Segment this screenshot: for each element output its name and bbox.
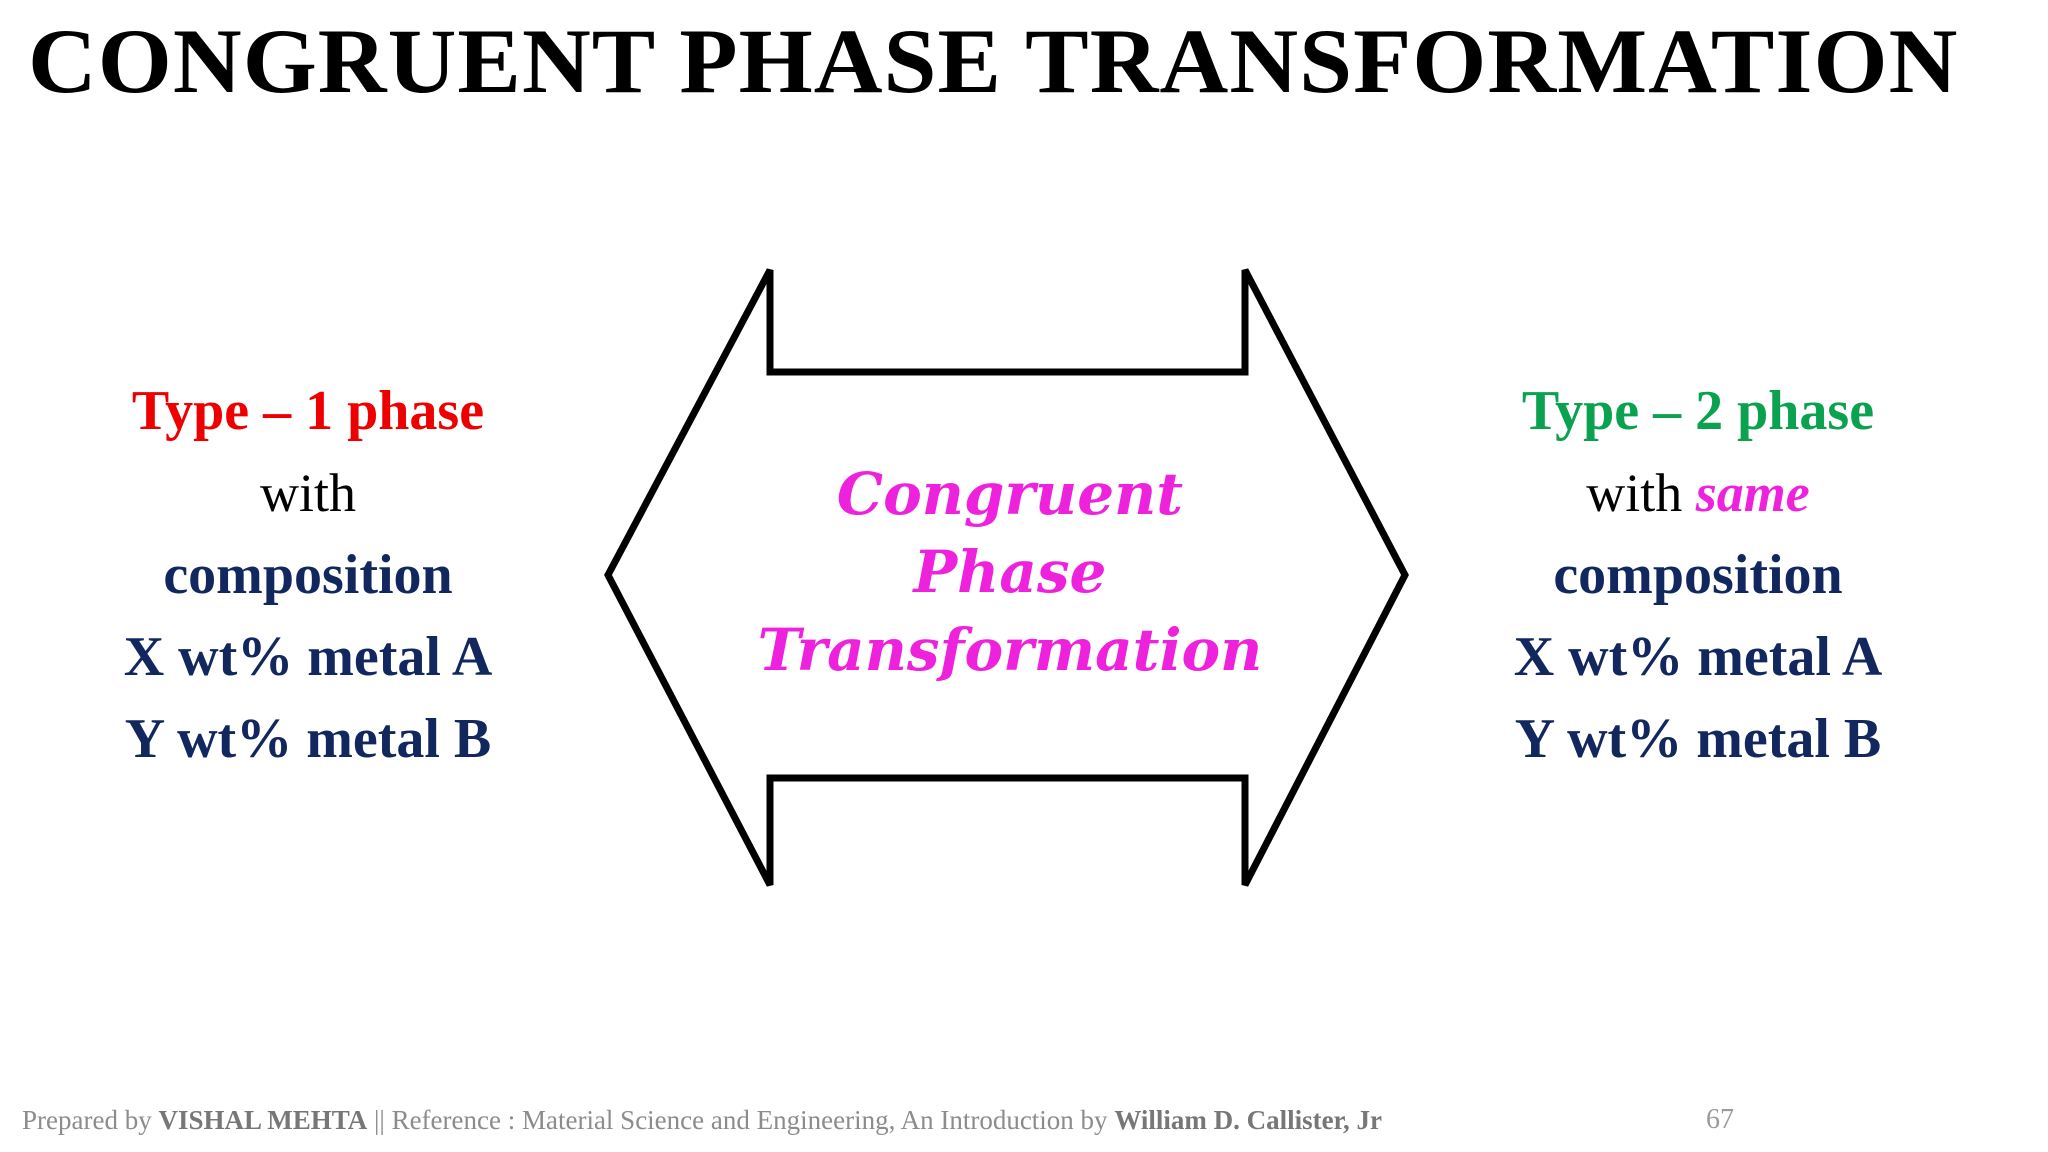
left-with-line: with [28,452,588,534]
page-title: CONGRUENT PHASE TRANSFORMATION [28,10,1959,112]
page-number: 67 [1706,1104,1734,1135]
left-metal-b: Y wt% metal B [124,708,492,770]
center-line-2: Phase [913,538,1107,606]
right-text-block: Type – 2 phase with same composition X w… [1418,370,1978,780]
footer-separator: || [367,1105,392,1135]
right-type-label: Type – 2 phase [1521,380,1875,442]
center-line-3: Transformation [757,616,1263,684]
right-with-text: with [1586,463,1683,523]
left-type-label: Type – 1 phase [131,380,485,442]
footer-author: VISHAL MEHTA [158,1105,368,1135]
right-composition: composition [1553,544,1843,606]
footer-reference-prefix: Reference : Material Science and Enginee… [391,1105,1115,1135]
right-with-line: with same [1418,452,1978,534]
footer-prepared-prefix: Prepared by [22,1105,159,1135]
left-metal-a: X wt% metal A [123,626,493,688]
center-line-1: Congruent [836,460,1184,528]
left-text-block: Type – 1 phase with composition X wt% me… [28,370,588,780]
right-emphasis-word: same [1695,463,1810,523]
footer-reference-author: William D. Callister, Jr [1114,1105,1383,1135]
right-metal-b: Y wt% metal B [1514,708,1882,770]
left-composition: composition [163,544,453,606]
footer-credit: Prepared by VISHAL MEHTA || Reference : … [22,1100,1722,1140]
double-headed-horizontal-arrow-icon [604,268,1409,887]
right-metal-a: X wt% metal A [1513,626,1883,688]
double-arrow-container [590,250,1430,910]
left-with-text: with [259,463,356,523]
center-arrow-label: Congruent Phase Transformation [680,455,1340,689]
